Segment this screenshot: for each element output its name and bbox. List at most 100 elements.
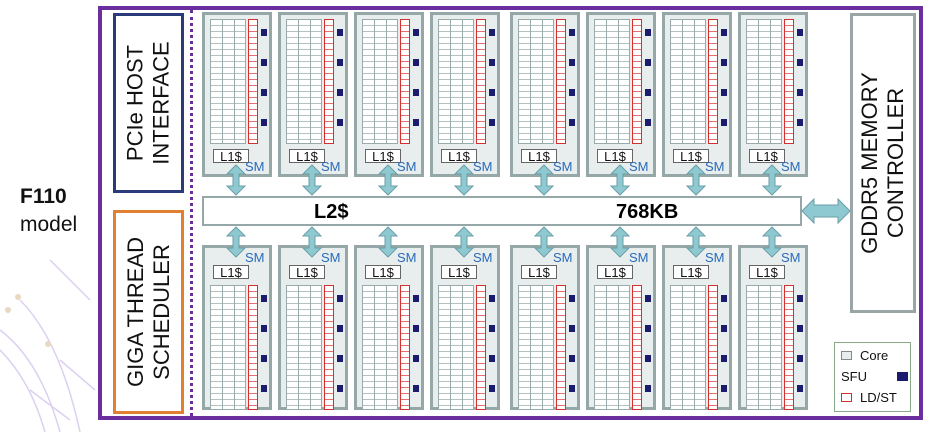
ldst-column [708,19,718,144]
sfu-unit [413,325,419,332]
ldst-column [324,285,334,410]
ldst-column [556,19,566,144]
sfu-unit [569,355,575,362]
l1-cache-label: L1$ [289,265,325,280]
sfu-unit [489,385,495,392]
ldst-column [784,285,794,410]
ldst-column [400,285,410,410]
sfu-unit [797,295,803,302]
sfu-unit [413,355,419,362]
sm-l2-arrow [378,226,398,258]
sfu-unit [489,29,495,36]
core-grid [362,285,398,410]
sm-label: SM [553,159,573,174]
l1-cache-label: L1$ [597,149,633,164]
sm-block: L1$SM [586,12,656,177]
sfu-unit [489,119,495,126]
sm-label: SM [781,250,801,265]
l1-cache-label: L1$ [365,265,401,280]
pcie-line1: PCIe HOST [122,44,148,162]
sfu-unit [261,89,267,96]
core-grid [438,19,474,144]
sm-block: L1$SM [430,245,500,410]
sm-block: L1$SM [738,12,808,177]
sfu-unit [337,385,343,392]
core-grid [286,285,322,410]
sfu-unit [721,295,727,302]
scheduler-line2: SCHEDULER [148,244,174,380]
sfu-unit [721,355,727,362]
sm-l2-arrow [454,164,474,196]
sfu-unit [261,325,267,332]
l1-cache-label: L1$ [749,265,785,280]
legend: Core SFU LD/ST [834,342,911,412]
l1-cache-label: L1$ [749,149,785,164]
sfu-swatch-icon [897,371,908,381]
sm-label: SM [473,159,493,174]
sm-block: L1$SM [202,245,272,410]
ldst-column [784,19,794,144]
sfu-unit [645,325,651,332]
sfu-unit [337,295,343,302]
core-grid [362,19,398,144]
sfu-unit [721,89,727,96]
sfu-unit [413,59,419,66]
sm-l2-arrow [610,164,630,196]
sfu-unit [645,385,651,392]
sfu-unit [569,89,575,96]
sm-block: L1$SM [662,245,732,410]
sfu-unit [645,89,651,96]
ldst-column [324,19,334,144]
sm-label: SM [781,159,801,174]
core-swatch-icon [841,350,852,360]
sfu-unit [489,355,495,362]
l1-cache-label: L1$ [521,265,557,280]
legend-item-sfu: SFU [841,368,908,384]
sfu-unit [797,89,803,96]
sm-l2-arrow [226,226,246,258]
sm-label: SM [473,250,493,265]
sm-block: L1$SM [430,12,500,177]
sfu-unit [337,325,343,332]
core-grid [746,19,782,144]
sfu-unit [337,355,343,362]
core-grid [670,285,706,410]
sfu-unit [645,29,651,36]
l1-cache-label: L1$ [441,265,477,280]
legend-item-core: Core [841,347,888,363]
ldst-column [476,285,486,410]
legend-item-ldst: LD/ST [841,389,897,405]
core-grid [286,19,322,144]
sm-l2-arrow [302,164,322,196]
l1-cache-label: L1$ [673,265,709,280]
core-grid [670,19,706,144]
sfu-unit [489,295,495,302]
sm-l2-arrow [610,226,630,258]
sm-l2-arrow [226,164,246,196]
sm-l2-arrow [378,164,398,196]
sm-label: SM [629,250,649,265]
sfu-unit [721,29,727,36]
sm-block: L1$SM [278,245,348,410]
sfu-unit [413,89,419,96]
core-grid [518,19,554,144]
sfu-unit [721,385,727,392]
sfu-unit [261,385,267,392]
sm-block: L1$SM [586,245,656,410]
sm-block: L1$SM [354,12,424,177]
l1-cache-label: L1$ [673,149,709,164]
sfu-unit [261,355,267,362]
ldst-column [632,285,642,410]
sfu-unit [261,295,267,302]
sfu-unit [645,295,651,302]
sm-l2-arrow [762,164,782,196]
sfu-unit [413,295,419,302]
l1-cache-label: L1$ [213,265,249,280]
sfu-unit [797,59,803,66]
sfu-unit [721,59,727,66]
sfu-unit [569,29,575,36]
sfu-unit [337,119,343,126]
sm-label: SM [553,250,573,265]
